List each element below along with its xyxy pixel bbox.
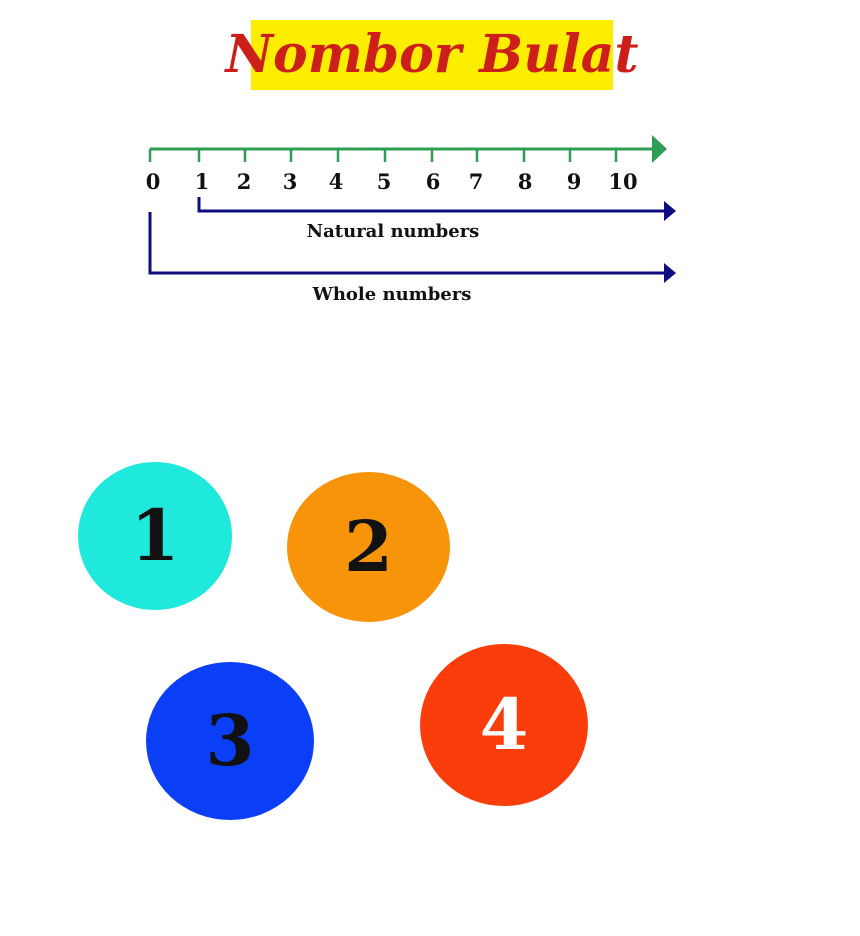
- circle-option-1[interactable]: 1: [78, 462, 232, 610]
- circle-label-2: 2: [344, 505, 393, 588]
- tick-label-4: 4: [329, 169, 344, 194]
- natural-numbers-arrow: [197, 197, 666, 213]
- number-line-ticks: [148, 149, 618, 162]
- tick-label-5: 5: [377, 169, 392, 194]
- tick-label-2: 2: [237, 169, 252, 194]
- circle-label-3: 3: [205, 699, 255, 782]
- title-banner: Nombor Bulat: [226, 20, 639, 90]
- whole-numbers-arrowhead: [664, 263, 676, 283]
- number-line-arrowhead: [652, 135, 667, 163]
- whole-numbers-label: Whole numbers: [312, 284, 472, 305]
- circle-label-4: 4: [479, 683, 529, 766]
- tick-label-3: 3: [283, 169, 298, 194]
- number-line-tick-labels: 0 1 2 3 4 5 6 7 8 9 10: [146, 169, 638, 194]
- natural-numbers-arrowhead: [664, 201, 676, 221]
- tick-label-0: 0: [146, 169, 161, 194]
- circle-option-2[interactable]: 2: [287, 472, 450, 622]
- number-line-diagram: 0 1 2 3 4 5 6 7 8 9 10 Natural numbers Whole numbe…: [146, 135, 676, 305]
- whole-numbers-arrow: [148, 212, 666, 275]
- natural-numbers-label: Natural numbers: [307, 221, 480, 242]
- tick-label-1: 1: [195, 169, 210, 194]
- tick-label-10: 10: [608, 169, 637, 194]
- tick-label-8: 8: [518, 169, 533, 194]
- tick-label-9: 9: [567, 169, 582, 194]
- circle-label-1: 1: [130, 494, 180, 577]
- circle-option-3[interactable]: 3: [146, 662, 314, 820]
- tick-label-6: 6: [426, 169, 441, 194]
- tick-label-7: 7: [469, 169, 484, 194]
- page-title: Nombor Bulat: [225, 24, 639, 85]
- circle-option-4[interactable]: 4: [420, 644, 588, 806]
